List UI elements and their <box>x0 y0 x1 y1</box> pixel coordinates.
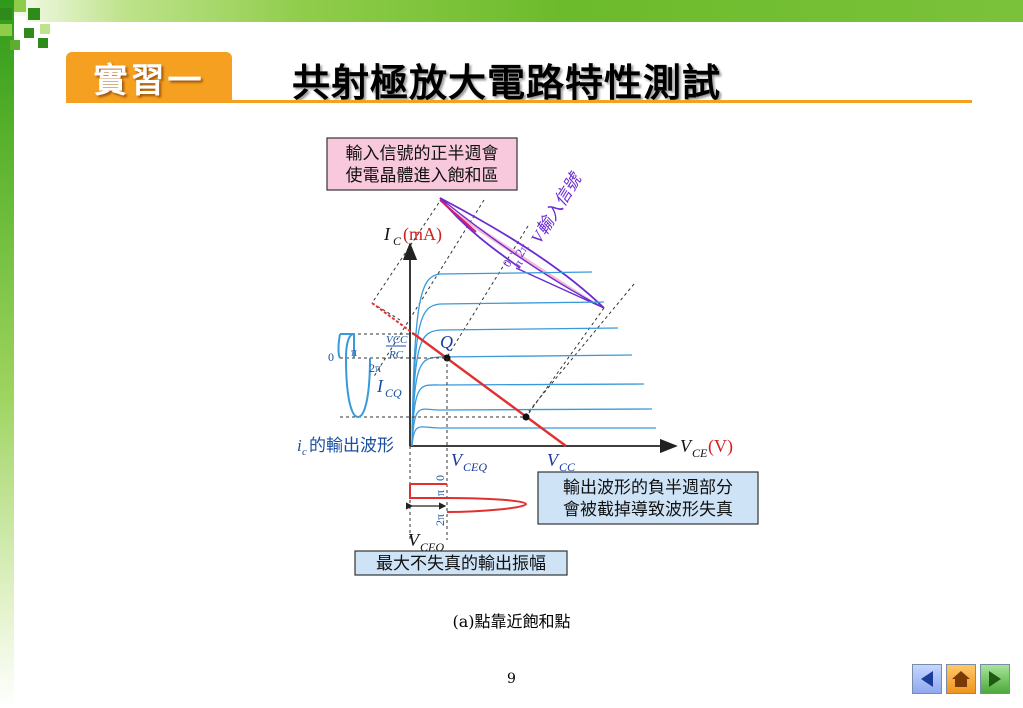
icq-label: I CQ <box>376 376 402 400</box>
out-pi-label: π <box>433 490 447 496</box>
vcc-over-rc-num: VCC <box>386 334 408 346</box>
axes: I C (mA) V CE (V) <box>383 224 733 460</box>
vceq-sub: CEQ <box>463 460 487 474</box>
input-2pi-label: 2π <box>512 240 532 259</box>
x-axis-symbol: V <box>680 436 693 456</box>
left-decor-bar <box>0 0 14 708</box>
collector-curves <box>411 271 656 447</box>
next-slide-button[interactable] <box>980 664 1010 694</box>
left-zero-label: 0 <box>328 350 334 364</box>
title-underline <box>66 100 972 103</box>
ic-output-waveform: 0 π 2π i c 的輸出波形 <box>297 333 394 458</box>
x-axis-sub: CE <box>692 446 708 460</box>
callout-bottom-line2: 會被截掉導致波形失真 <box>563 500 733 519</box>
guide-lines <box>371 197 635 418</box>
svg-text:I: I <box>376 376 384 396</box>
q-label: Q <box>440 332 453 352</box>
vceq-bottom-symbol: V <box>408 530 421 550</box>
y-axis-symbol: I <box>383 224 391 244</box>
max-swing-box: 最大不失真的輸出振幅 <box>354 550 568 576</box>
x-axis-unit: (V) <box>708 436 733 457</box>
ic-waveform-label: 的輸出波形 <box>309 436 394 455</box>
callout-bottom-line1: 輸出波形的負半週部分 <box>563 478 733 497</box>
callout-top-line1: 輸入信號的正半週會 <box>346 144 499 163</box>
callout-saturation-box: 輸入信號的正半週會 使電晶體進入飽和區 <box>326 137 518 191</box>
house-icon <box>952 671 970 687</box>
callout-distortion-box: 輸出波形的負半週部分 會被截掉導致波形失真 <box>537 471 759 525</box>
vcc-sub: CC <box>559 460 576 474</box>
load-line: Q <box>371 302 567 447</box>
input-signal-label: V輸入信號 <box>527 168 586 247</box>
home-button[interactable] <box>946 664 976 694</box>
vceq-symbol: V <box>451 450 464 470</box>
y-axis-sub: C <box>393 234 402 248</box>
x-axis-point-labels: V CEQ V CC <box>451 450 576 474</box>
vcc-symbol: V <box>547 450 560 470</box>
section-badge: 實習一 <box>66 52 232 102</box>
figure-caption: (a)點靠近飽和點 <box>452 612 571 631</box>
triangle-right-icon <box>989 671 1001 687</box>
left-2pi-label: 2π <box>369 361 381 375</box>
top-decor-bar <box>0 0 1023 22</box>
page-title: 共射極放大電路特性測試 <box>292 61 722 105</box>
ic-symbol: i <box>297 436 302 455</box>
cutoff-point <box>522 413 530 421</box>
out-2pi-label: 2π <box>433 514 447 526</box>
callout-top-line2: 使電晶體進入飽和區 <box>346 165 499 185</box>
vcc-over-rc-label: VCC RC <box>386 334 408 361</box>
ic-sub: c <box>302 446 307 458</box>
section-badge-label: 實習一 <box>93 60 205 101</box>
y-axis-unit: (mA) <box>403 224 442 245</box>
max-swing-label: 最大不失真的輸出振幅 <box>376 554 546 573</box>
left-pi-label: π <box>351 345 357 359</box>
triangle-left-icon <box>921 671 933 687</box>
svg-text:CQ: CQ <box>385 386 402 400</box>
previous-slide-button[interactable] <box>912 664 942 694</box>
page-number: 9 <box>507 671 516 687</box>
out-zero-label: 0 <box>433 475 447 481</box>
vcc-over-rc-den: RC <box>388 349 404 361</box>
vce-output-waveform: 0 π 2π V CEQ <box>406 475 528 554</box>
